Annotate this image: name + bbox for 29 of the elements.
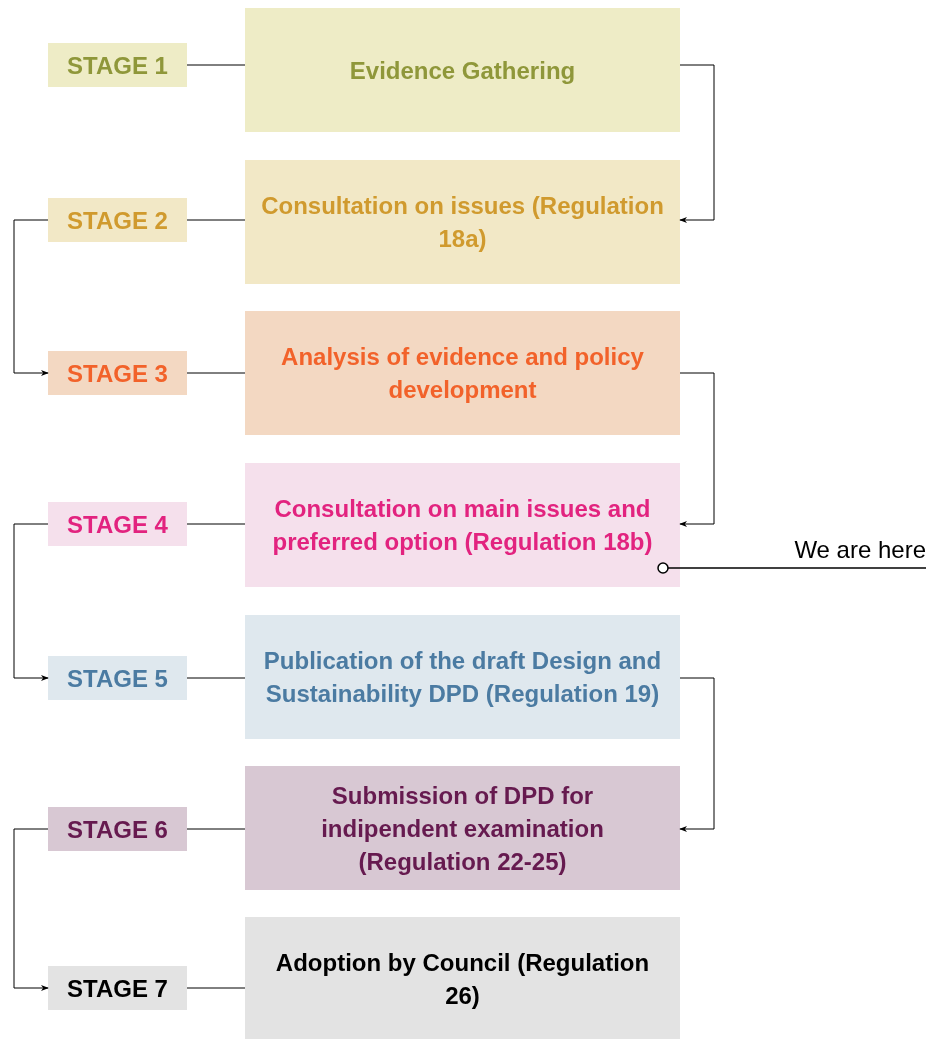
connector-line xyxy=(186,677,246,679)
stage-box: STAGE 6 xyxy=(48,807,187,851)
arrow xyxy=(13,219,49,377)
arrow xyxy=(679,64,715,224)
stage-box: STAGE 7 xyxy=(48,966,187,1010)
arrow xyxy=(13,828,49,992)
process-box: Adoption by Council (Regulation 26) xyxy=(245,917,680,1039)
process-box: Evidence Gathering xyxy=(245,8,680,132)
process-box: Consultation on main issues and preferred option (Regulation 18b) xyxy=(245,463,680,587)
arrow xyxy=(679,372,715,528)
connector-line xyxy=(186,64,246,66)
process-box: Submission of DPD for indipendent examination (Regulation 22-25) xyxy=(245,766,680,890)
stage-box: STAGE 1 xyxy=(48,43,187,87)
process-box: Analysis of evidence and policy development xyxy=(245,311,680,435)
stage-box: STAGE 2 xyxy=(48,198,187,242)
leader-line xyxy=(657,562,927,574)
stage-box: STAGE 4 xyxy=(48,502,187,546)
arrow xyxy=(679,677,715,833)
connector-line xyxy=(186,372,246,374)
stage-box: STAGE 5 xyxy=(48,656,187,700)
connector-line xyxy=(186,219,246,221)
note-label: We are here xyxy=(776,536,926,564)
process-box: Consultation on issues (Regulation 18a) xyxy=(245,160,680,284)
connector-line xyxy=(186,523,246,525)
arrow xyxy=(13,523,49,682)
process-box: Publication of the draft Design and Sustainability DPD (Regulation 19) xyxy=(245,615,680,739)
connector-line xyxy=(186,987,246,989)
connector-line xyxy=(186,828,246,830)
stage-box: STAGE 3 xyxy=(48,351,187,395)
